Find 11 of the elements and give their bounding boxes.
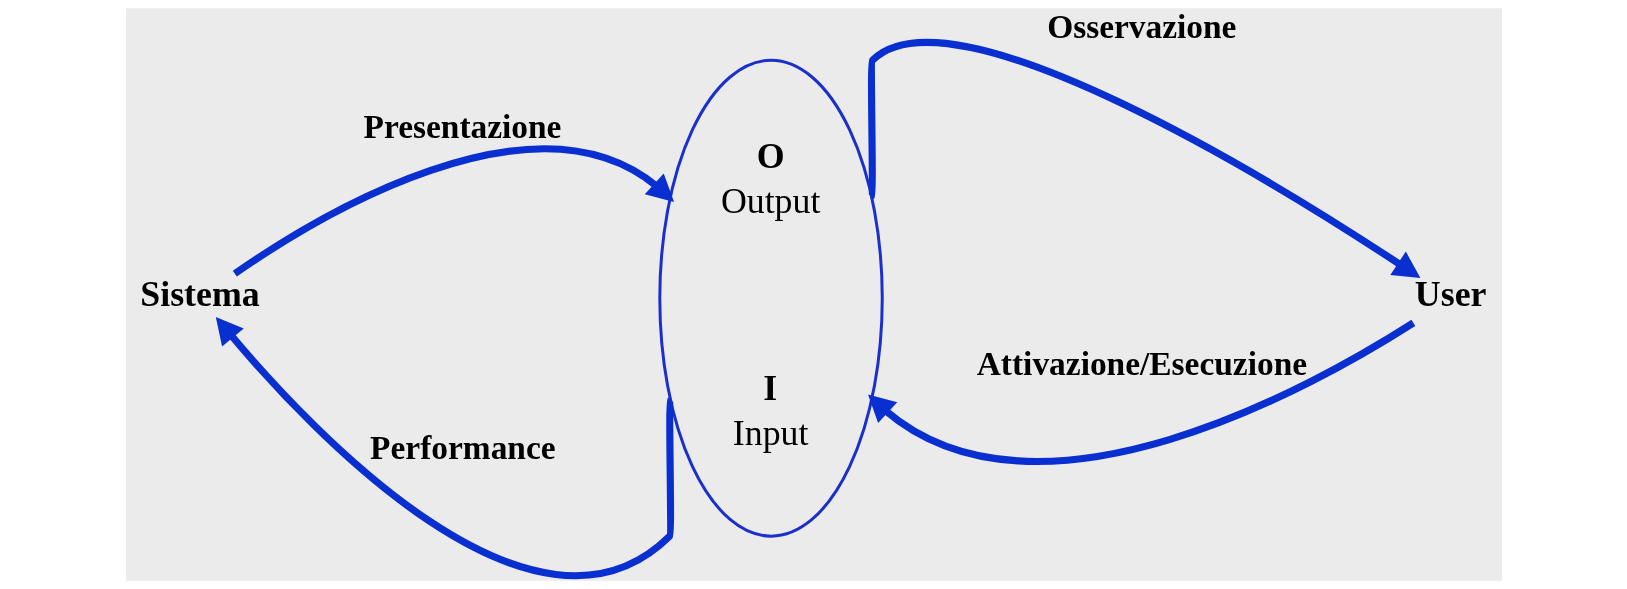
node-text: User: [1414, 273, 1486, 314]
arrow: [232, 145, 674, 277]
node-text: Sistema: [139, 273, 260, 314]
arrow: [867, 319, 1415, 465]
edge-label: Attivazione/Esecuzione: [976, 345, 1307, 383]
arrow: [215, 316, 674, 578]
edge-label: Osservazione: [1046, 8, 1236, 46]
edge-label: Performance: [369, 428, 556, 466]
arrow: [867, 38, 1420, 278]
edge-label: Presentazione: [363, 107, 561, 145]
node-ellipse: O Output I Input: [657, 58, 884, 538]
